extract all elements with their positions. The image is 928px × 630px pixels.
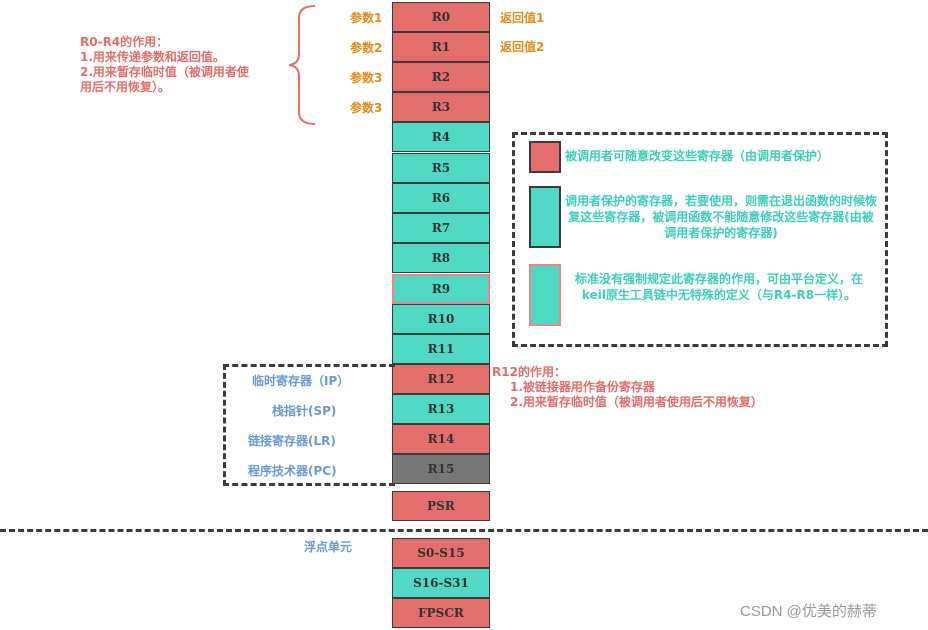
- register-r3: R3: [392, 92, 490, 122]
- param-label: 参数2: [350, 41, 383, 55]
- watermark: CSDN @优美的赫蒂: [740, 603, 877, 620]
- brace-icon: [288, 5, 316, 125]
- register-s0-s15: S0-S15: [392, 538, 490, 568]
- legend-swatch-caller-saved: [529, 141, 561, 173]
- register-r2: R2: [392, 62, 490, 92]
- register-r5: R5: [392, 153, 490, 183]
- r12-note-title: R12的作用：: [492, 365, 566, 379]
- param-label: 参数3: [350, 101, 383, 115]
- register-r15: R15: [392, 454, 490, 484]
- register-r13: R13: [392, 394, 490, 424]
- legend-text: 调用者保护的寄存器，若要使用，则需在退出函数的时候恢复这些寄存器，被调用函数不能…: [564, 194, 877, 240]
- r12-note-line: 2.用来暂存临时值（被调用者使用后不用恢复）: [510, 395, 763, 409]
- return-label: 返回值2: [500, 40, 545, 54]
- return-label: 返回值1: [500, 11, 545, 25]
- legend-box: [512, 132, 888, 347]
- legend-text: 被调用者可随意改变这些寄存器（由调用者保护）: [565, 149, 830, 163]
- register-psr: PSR: [392, 491, 490, 521]
- register-r8: R8: [392, 243, 490, 273]
- register-r12: R12: [392, 364, 490, 394]
- r12-note-line: 1.被链接器用作备份寄存器: [510, 380, 655, 394]
- special-reg-label-pc: 程序技术器(PC): [248, 464, 337, 478]
- register-r14: R14: [392, 424, 490, 454]
- register-r9: R9: [392, 274, 490, 304]
- r12-note: R12的作用： 1.被链接器用作备份寄存器 2.用来暂存临时值（被调用者使用后不…: [492, 365, 822, 410]
- register-r6: R6: [392, 183, 490, 213]
- register-s16-s31: S16-S31: [392, 568, 490, 598]
- special-reg-label-sp: 栈指针(SP): [272, 404, 337, 418]
- param-label: 参数1: [350, 11, 383, 25]
- special-regs-box: [223, 364, 395, 486]
- r0-r4-note-title: R0-R4的作用：: [80, 35, 169, 49]
- legend-text: 标准没有强制规定此寄存器的作用，可由平台定义，在keil原生工具链中无特殊的定义…: [574, 272, 863, 302]
- fpu-separator: [0, 529, 928, 532]
- param-label: 参数3: [350, 71, 383, 85]
- fpu-label: 浮点单元: [304, 540, 353, 554]
- r0-r4-note-line: 1.用来传递参数和返回值。: [80, 50, 225, 64]
- register-r11: R11: [392, 334, 490, 364]
- register-r4: R4: [392, 122, 490, 152]
- register-r10: R10: [392, 304, 490, 334]
- r0-r4-note-line: 用后不用恢复）。: [80, 80, 171, 94]
- register-r1: R1: [392, 32, 490, 62]
- register-r7: R7: [392, 213, 490, 243]
- register-r0: R0: [392, 2, 490, 32]
- special-reg-label-lr: 链接寄存器(LR): [248, 434, 336, 448]
- register-fpscr: FPSCR: [392, 598, 490, 628]
- r0-r4-note: R0-R4的作用： 1.用来传递参数和返回值。 2.用来暂存临时值（被调用者使 …: [80, 35, 290, 95]
- special-reg-label-ip: 临时寄存器（IP）: [252, 374, 350, 388]
- r0-r4-note-line: 2.用来暂存临时值（被调用者使: [80, 65, 249, 79]
- legend-swatch-platform-defined: [529, 264, 561, 326]
- legend-swatch-callee-saved: [529, 186, 561, 248]
